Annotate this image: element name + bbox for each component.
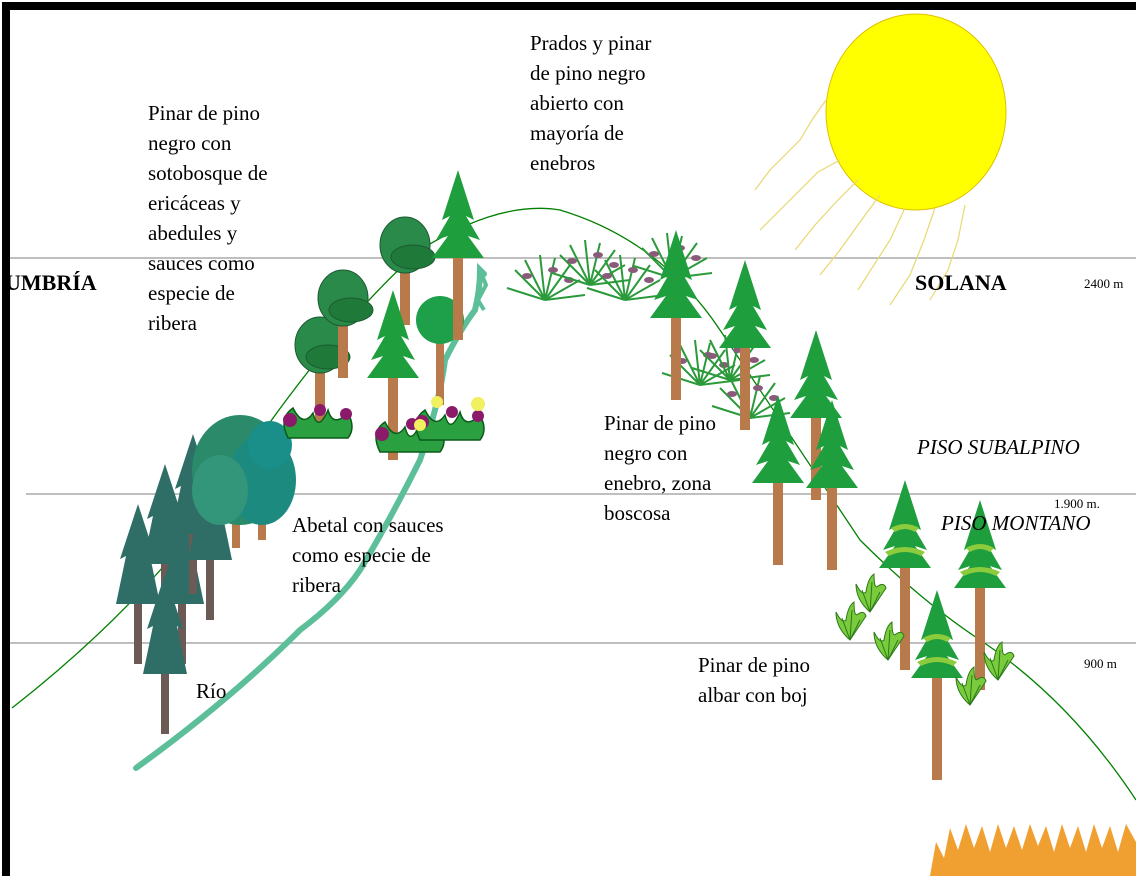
- birch-trees: [294, 216, 464, 426]
- ericaceae-shrubs: [282, 396, 485, 453]
- solana-label: SOLANA: [915, 270, 1007, 295]
- pinar-enebro-label: Pinar de pino negro con enebro, zona bos…: [604, 411, 716, 525]
- altitude-900-label: 900 m: [1084, 656, 1117, 671]
- subalpine-zone-label: PISO SUBALPINO: [917, 435, 1080, 459]
- prados-label: Prados y pinar de pino negro abierto con…: [530, 31, 652, 175]
- pinar-albar-label: Pinar de pino albar con boj: [698, 653, 810, 707]
- sun-rays: [754, 99, 966, 306]
- pinar-ericaceas-label: Pinar de pino negro con sotobosque de er…: [148, 101, 268, 335]
- abetal-label: Abetal con sauces como especie de ribera: [292, 513, 444, 597]
- altitude-2400-label: 2400 m: [1084, 276, 1124, 291]
- river: [133, 262, 487, 771]
- sun: [825, 13, 1007, 211]
- montane-zone-label: PISO MONTANO: [941, 511, 1091, 535]
- umbria-label: UMBRÍA: [5, 270, 97, 295]
- rio-label: Río: [196, 679, 227, 703]
- orange-shrubs: [930, 824, 1136, 876]
- willow-trees: [192, 415, 296, 548]
- altitude-1900-label: 1.900 m.: [1054, 496, 1100, 511]
